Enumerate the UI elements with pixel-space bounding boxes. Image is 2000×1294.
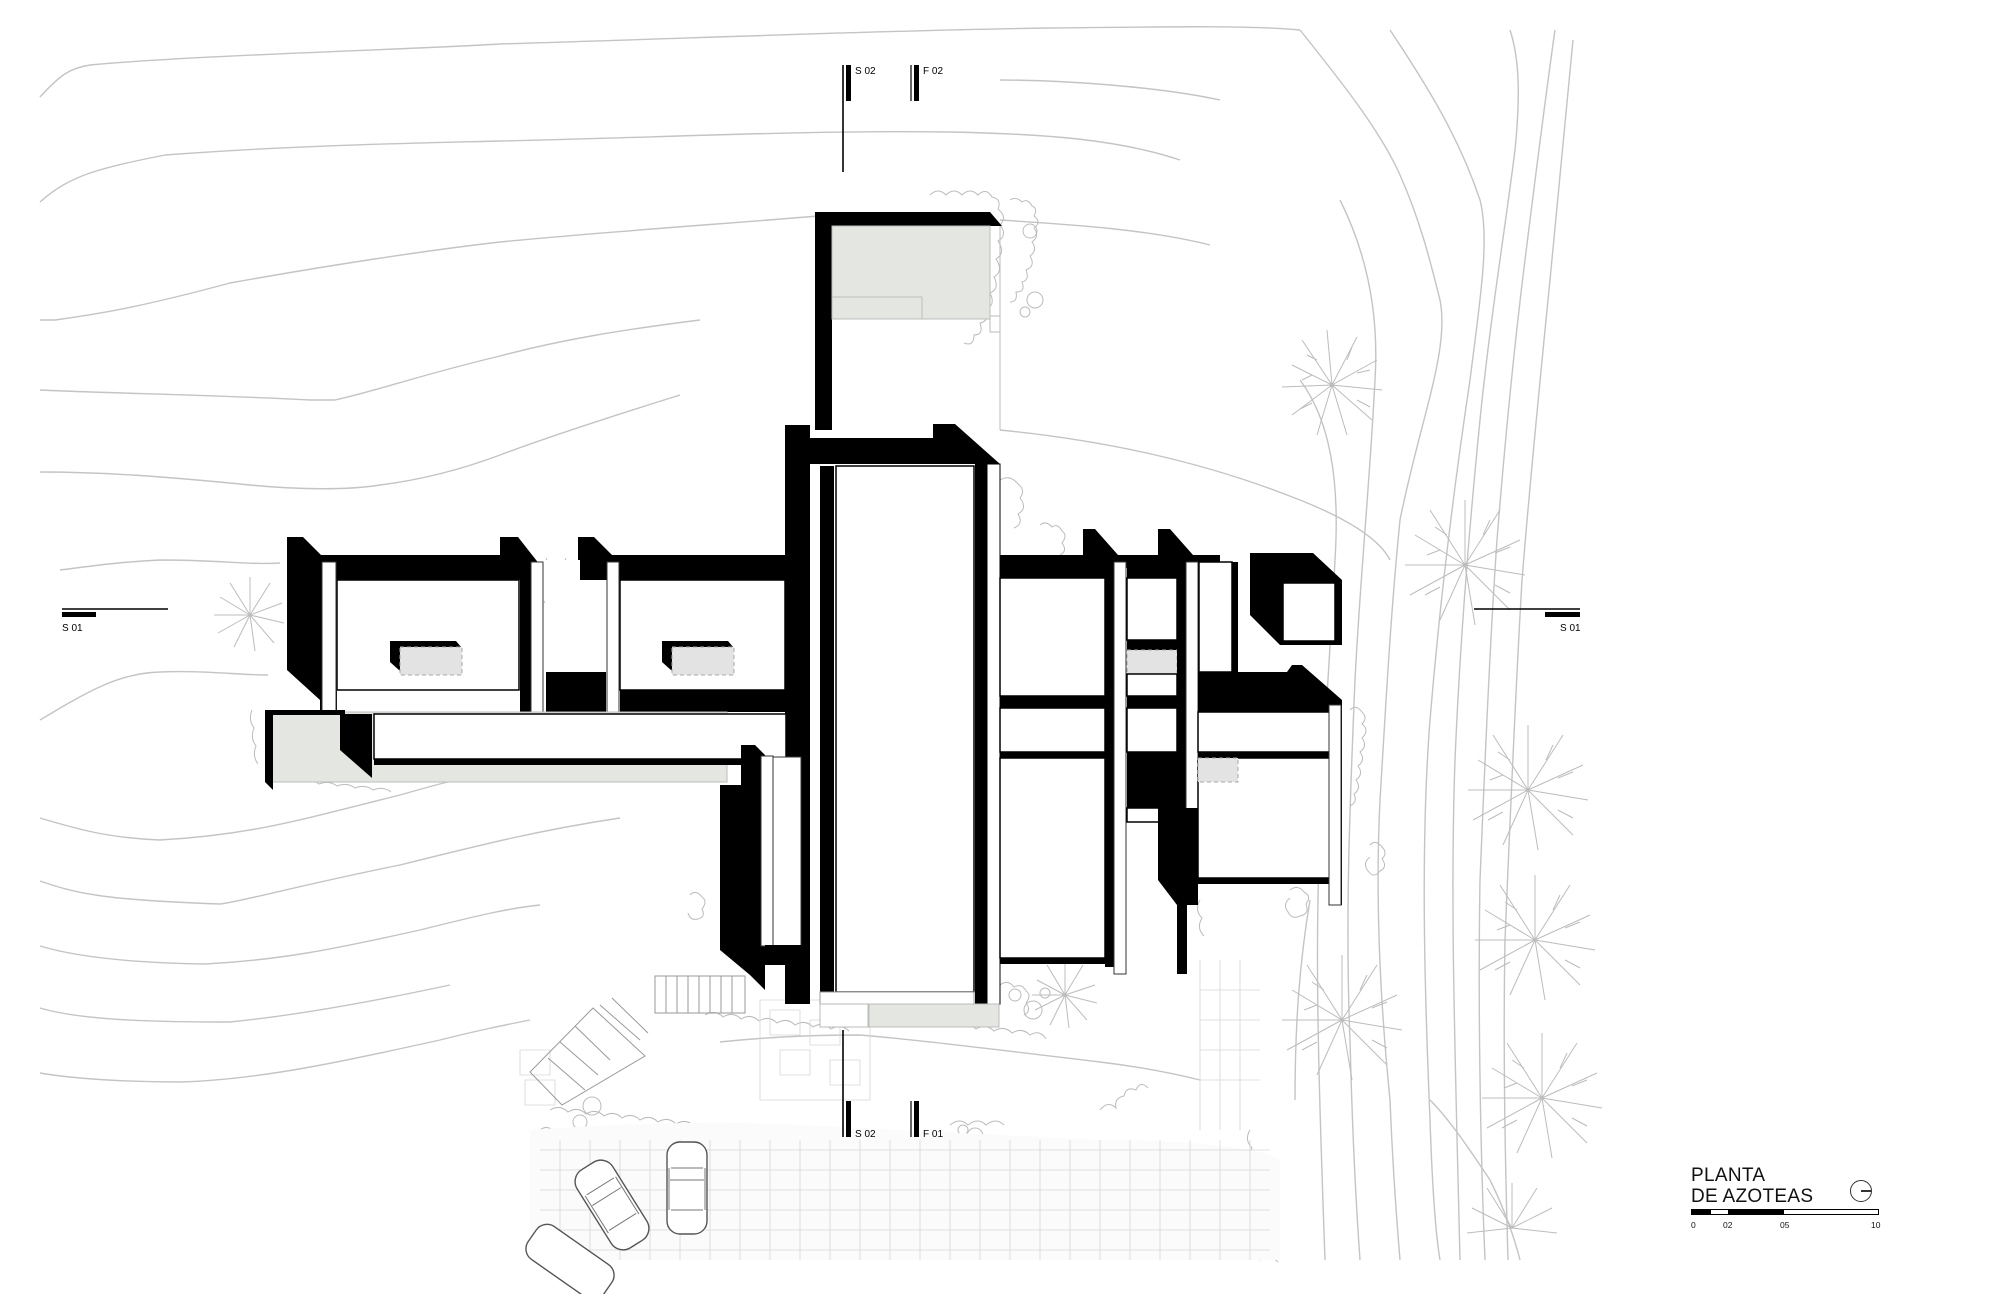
title-line-2: DE AZOTEAS [1691,1186,1814,1207]
building-roof-plan [265,212,1342,1028]
roof-east-1 [999,577,1106,697]
skylight [671,646,735,676]
tree-icon [1482,1033,1603,1159]
tree-icon [1032,960,1098,1029]
section-label: F 01 [923,1129,943,1140]
drawing-title: PLANTA DE AZOTEAS [1691,1165,1891,1207]
cobblestone-driveway [519,960,1280,1260]
scale-label: 05 [1780,1220,1790,1230]
skylight [399,646,463,676]
tree-icon [214,577,285,652]
title-line-1: PLANTA [1691,1165,1766,1186]
parked-cars [525,1141,708,1294]
tree-canopies [214,329,1603,1234]
tree-icon [1282,955,1403,1081]
tree-icon [1405,500,1526,626]
tree-icon [1468,725,1589,851]
tree-icon [1281,329,1383,436]
section-label: S 01 [1560,623,1581,634]
car-icon [525,1223,615,1294]
roof-cube [1282,582,1336,642]
tree-icon [1475,875,1596,1001]
scale-label: 02 [1723,1220,1733,1230]
roof-east-5 [999,757,1106,959]
north-arrow-icon [1850,1180,1872,1202]
roof-east-corridor [999,707,1106,753]
roof-east-2 [1126,577,1178,641]
roof-terrace-north [831,225,991,320]
roof-spine [835,465,975,993]
scale-label: 0 [1691,1220,1696,1230]
roof-east-4 [1198,561,1233,673]
skylight [1197,757,1239,783]
topographic-contours [39,26,1574,1261]
roof-west-corridor [373,713,787,760]
car-icon [666,1141,708,1235]
scale-bar [1691,1209,1879,1215]
skylight [1126,649,1178,675]
section-label: S 02 [855,1129,876,1140]
section-markers: S 02 F 02 S 02 F 01 S 01 S 01 [62,65,1581,1140]
section-label: S 02 [855,66,876,77]
section-label: F 02 [923,66,943,77]
scale-label: 10 [1871,1220,1881,1230]
tree-icon [1466,1183,1558,1234]
roof-east-6 [1126,807,1163,823]
roof-southeast-1 [1197,711,1331,753]
scale-bar-labels: 0 02 05 10 [1691,1220,1883,1234]
roof-east-3 [1126,673,1178,697]
exterior-stairs [529,975,746,1106]
section-label: S 01 [62,623,83,634]
car-icon [574,1159,650,1251]
roof-terrace-south [868,1003,1000,1028]
roof-east-corridor-2 [1126,707,1178,753]
